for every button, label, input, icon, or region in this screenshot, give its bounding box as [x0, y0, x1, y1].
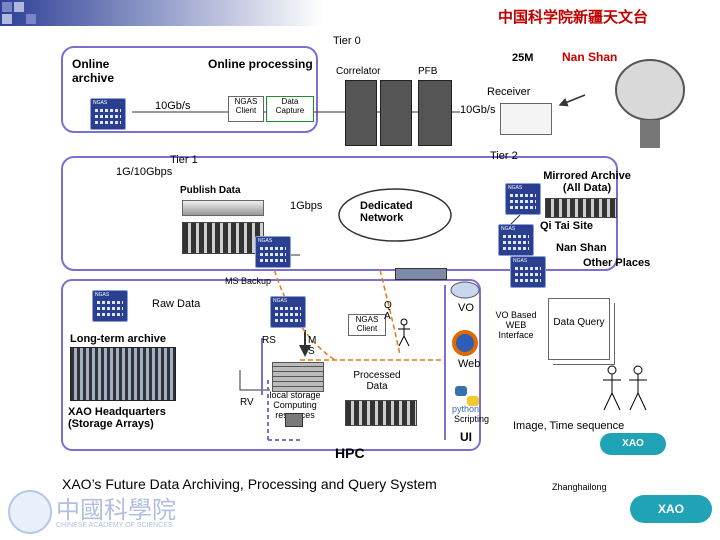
cas-cn-label: 中國科學院 [56, 496, 176, 524]
xao-logo-small: XAO [600, 433, 666, 455]
footer-title: XAO’s Future Data Archiving, Processing … [62, 476, 437, 492]
processed-array-icon [345, 400, 417, 426]
raw-data-label: Raw Data [152, 298, 201, 310]
ms-label: M S [308, 335, 317, 357]
tier1-ngas-icon: NGAS [255, 236, 291, 268]
storage-array-icon [182, 222, 264, 254]
correlator-label: Correlator [336, 66, 381, 77]
pfb-rack-icon [418, 80, 452, 146]
tier1-label: Tier 1 [170, 154, 198, 166]
ngas-client-box: NGAS Client [228, 96, 264, 122]
rack-icon [380, 80, 412, 146]
mirrored-archive-label: Mirrored Archive (All Data) [543, 170, 631, 194]
link-right-label: 10Gb/s [460, 104, 496, 116]
person-icon [398, 318, 410, 347]
ms-backup-label: MS Backup [225, 276, 272, 286]
qitai-ngas-icon: NGAS [498, 224, 534, 256]
header-squares [2, 2, 62, 24]
tier3-frame [61, 279, 481, 451]
globe-icon [450, 281, 480, 299]
link-left-label: 10Gb/s [155, 100, 191, 112]
image-time-label: Image, Time sequence [513, 420, 625, 432]
xao-logo-large: XAO [630, 495, 712, 523]
raw-ngas-icon: NGAS [92, 290, 128, 322]
scripting-label: Scripting [454, 414, 490, 424]
cas-en-label: CHINESE ACADEMY OF SCIENCES [56, 522, 173, 529]
dish-size-label: 25M [512, 52, 534, 64]
hq-label: XAO Headquarters (Storage Arrays) [68, 406, 166, 430]
header-band [0, 0, 720, 26]
link-1gbps-label: 1Gbps [290, 200, 323, 212]
folder-icon [285, 413, 303, 427]
receiver-label: Receiver [487, 86, 531, 98]
ui-label: UI [460, 430, 472, 444]
mirrored-array-icon [545, 198, 617, 218]
pfb-label: PFB [418, 66, 438, 77]
server-icon [182, 200, 264, 216]
online-archive-label: Online archive [72, 57, 115, 85]
mirrored-ngas-icon: NGAS [505, 183, 541, 215]
qa-label: Q A [384, 300, 392, 322]
data-query-box: Data Query [548, 298, 610, 360]
dish-icon [615, 59, 685, 148]
publish-data-label: Publish Data [180, 185, 241, 196]
dedicated-network-label: Dedicated Network [360, 200, 413, 224]
site-label: Nan Shan [562, 50, 618, 64]
ngas-client-box-bottom: NGAS Client [348, 314, 386, 336]
python-icon [455, 386, 479, 406]
cloud-icon [338, 188, 452, 242]
footer-author: Zhanghailong [552, 482, 607, 492]
hpc-blades-icon [272, 362, 324, 392]
link-1g-label: 1G/10Gbps [116, 166, 173, 178]
qitai-label: Qi Tai Site [540, 220, 593, 232]
rv-label: RV [240, 397, 254, 408]
long-term-archive-icon [70, 347, 176, 401]
vo-label: VO [458, 302, 474, 314]
web-label: Web [458, 358, 481, 370]
switch-icon [395, 268, 447, 280]
rs-label: RS [262, 335, 276, 346]
python-label: python [452, 404, 480, 414]
header-org-name: 中国科学院新疆天文台 [498, 9, 649, 26]
people-icon [603, 365, 647, 411]
vo-web-label: VO Based WEB Interface [495, 310, 537, 340]
tier1-frame [61, 156, 618, 271]
cas-emblem-icon [8, 490, 52, 534]
nanshan-label: Nan Shan [556, 242, 607, 254]
tier2-label: Tier 2 [490, 150, 518, 162]
firefox-icon [452, 330, 478, 356]
hpc-ngas-icon: NGAS [270, 296, 306, 328]
receiver-icon [500, 103, 552, 135]
tier0-label: Tier 0 [333, 35, 361, 47]
processed-label: Processed Data [353, 370, 401, 392]
online-processing-label: Online processing [208, 57, 313, 71]
data-capture-box: Data Capture [266, 96, 314, 122]
long-term-label: Long-term archive [70, 333, 166, 345]
hpc-label: HPC [335, 445, 365, 461]
other-places-label: Other Places [583, 257, 651, 269]
other-ngas-icon: NGAS [510, 256, 546, 288]
tier0-frame [61, 46, 318, 133]
correlator-rack-icon [345, 80, 377, 146]
online-archive-ngas-icon: NGAS [90, 98, 126, 130]
